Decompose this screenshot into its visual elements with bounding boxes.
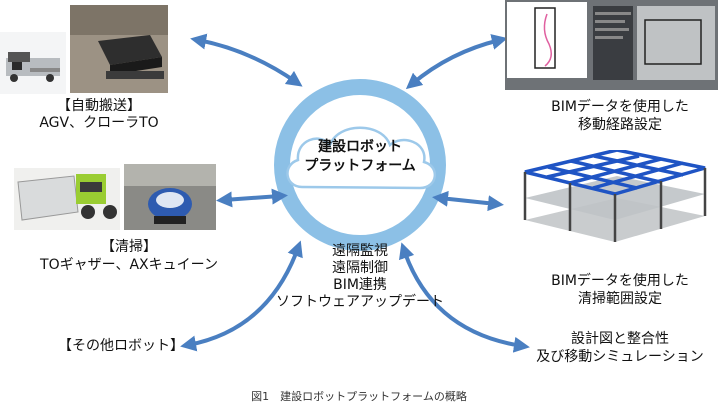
to-gatherer-image bbox=[14, 168, 120, 230]
crawler-image bbox=[70, 5, 168, 93]
route-setting-image bbox=[505, 0, 718, 90]
figure-caption: 図1 建設ロボットプラットフォームの概略 bbox=[251, 390, 467, 403]
function-bim-link: BIM連携 bbox=[333, 277, 387, 293]
platform-title: 建設ロボット プラットフォーム bbox=[290, 138, 430, 176]
platform-functions: 遠隔監視 遠隔制御 BIM連携 ソフトウェアアップデート bbox=[270, 243, 450, 311]
simulation-line2: 及び移動シミュレーション bbox=[536, 349, 704, 365]
platform-title-line1: 建設ロボット bbox=[318, 139, 402, 155]
transport-category: 【自動搬送】 bbox=[57, 98, 141, 114]
arrow-transport bbox=[190, 33, 303, 87]
agv-image bbox=[0, 32, 66, 94]
simulation-line1: 設計図と整合性 bbox=[571, 331, 669, 347]
function-software-update: ソフトウェアアップデート bbox=[276, 294, 444, 310]
cleanrange-line2: 清掃範囲設定 bbox=[578, 291, 662, 307]
transport-robots: AGV、クローラTO bbox=[39, 115, 159, 131]
bim-structure-image bbox=[505, 150, 718, 260]
cleaning-robots: TOギャザー、AXキュイーン bbox=[40, 257, 218, 273]
other-category: 【その他ロボット】 bbox=[58, 338, 184, 354]
arrow-simulation bbox=[399, 242, 530, 353]
platform-title-line2: プラットフォーム bbox=[304, 158, 416, 174]
cleanrange-line1: BIMデータを使用した bbox=[551, 273, 689, 289]
cleaning-category: 【清掃】 bbox=[101, 239, 157, 255]
cloud-icon bbox=[286, 126, 436, 190]
arrow-cleanrange bbox=[432, 190, 504, 212]
arrow-cleaning bbox=[216, 188, 288, 208]
arrow-route bbox=[405, 34, 508, 90]
function-remote-control: 遠隔制御 bbox=[332, 260, 388, 276]
arrow-other bbox=[180, 240, 303, 352]
ax-cuine-image bbox=[124, 164, 216, 230]
route-line2: 移動経路設定 bbox=[578, 117, 662, 133]
route-line1: BIMデータを使用した bbox=[551, 99, 689, 115]
function-remote-monitoring: 遠隔監視 bbox=[332, 243, 388, 259]
